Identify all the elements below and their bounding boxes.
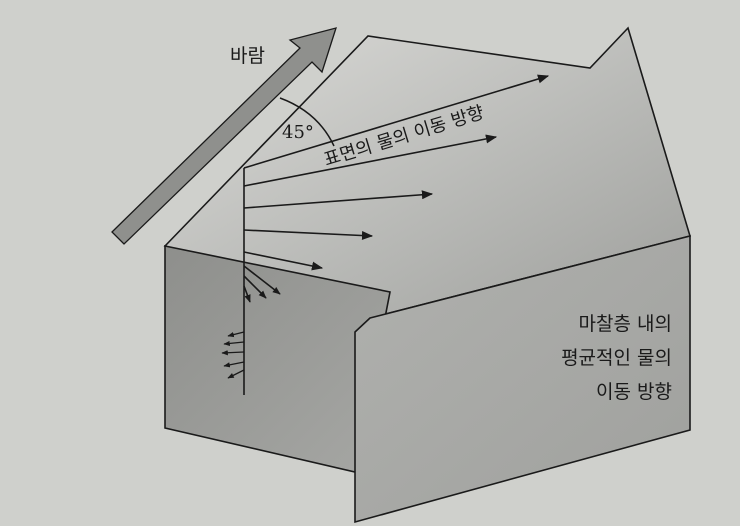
vertical-section-side [354,234,691,524]
angle-arc [279,97,335,147]
current-arrow-depth-11 [223,361,245,368]
current-arrow-depth-3 [243,229,374,241]
surface-current-arrow [243,74,550,169]
current-arrow-depth-6 [243,275,267,299]
current-arrow-depth-1 [243,134,498,187]
current-arrow-depth-2 [243,190,434,209]
wind-arrow [111,27,337,245]
mean-flow-label-line-2: 평균적인 물의 [561,347,672,369]
current-arrow-depth-7 [243,285,251,303]
current-vectors [221,74,550,379]
current-arrow-depth-12 [227,369,245,379]
current-arrow-depth-8 [227,331,245,338]
mean-flow-label-line-1: 마찰층 내의 [579,313,672,335]
mean-flow-label-line-3: 이동 방향 [596,381,672,403]
wind-label: 바람 [230,45,265,67]
current-arrow-depth-9 [223,340,245,347]
current-arrow-depth-4 [243,251,324,271]
angle-label: 45° [282,122,314,143]
current-arrow-depth-5 [243,265,281,295]
current-arrow-depth-10 [221,350,245,356]
